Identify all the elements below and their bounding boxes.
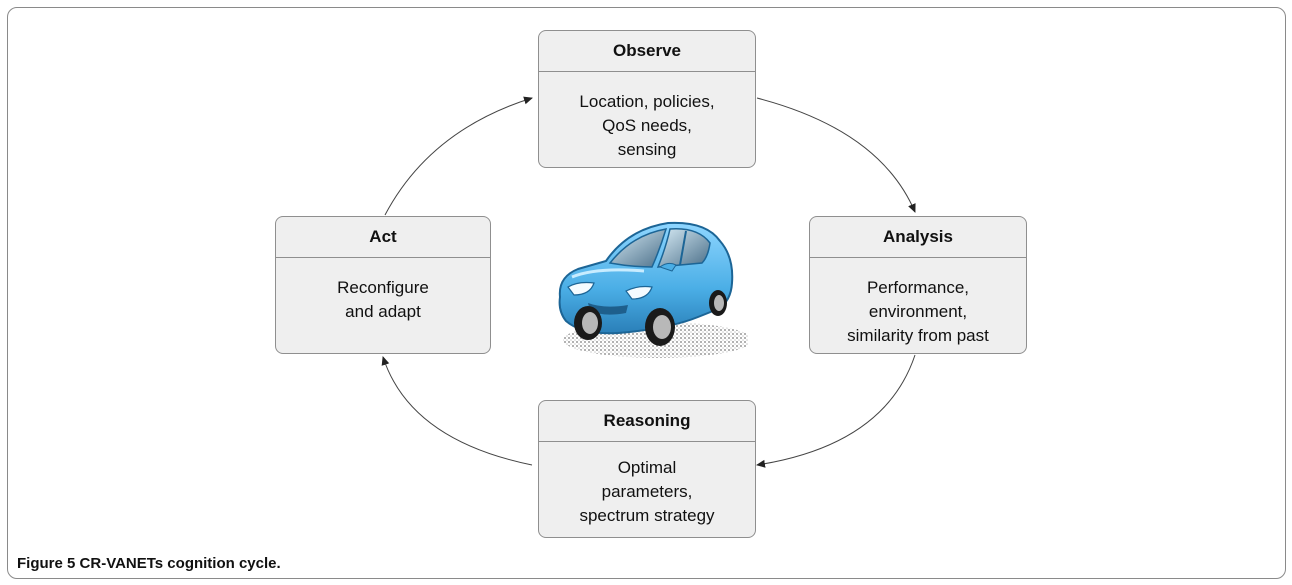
reasoning-content: Optimal parameters, spectrum strategy bbox=[539, 442, 755, 528]
reasoning-line: Optimal bbox=[617, 458, 677, 477]
analysis-content: Performance, environment, similarity fro… bbox=[810, 258, 1026, 348]
act-title: Act bbox=[276, 217, 490, 258]
reasoning-title: Reasoning bbox=[539, 401, 755, 442]
act-box: Act Reconfigure and adapt bbox=[275, 216, 491, 354]
arrow-observe-to-analysis bbox=[756, 97, 916, 213]
reasoning-box: Reasoning Optimal parameters, spectrum s… bbox=[538, 400, 756, 538]
reasoning-line: spectrum strategy bbox=[579, 506, 715, 525]
observe-content: Location, policies, QoS needs, sensing bbox=[539, 72, 755, 162]
car-icon bbox=[558, 221, 748, 358]
analysis-box: Analysis Performance, environment, simil… bbox=[809, 216, 1027, 354]
observe-box: Observe Location, policies, QoS needs, s… bbox=[538, 30, 756, 168]
figure-frame bbox=[7, 7, 1286, 579]
observe-line: QoS needs, bbox=[602, 116, 692, 135]
analysis-line: similarity from past bbox=[847, 326, 989, 345]
observe-title: Observe bbox=[539, 31, 755, 72]
reasoning-line: parameters, bbox=[601, 482, 693, 501]
arrow-reasoning-to-act bbox=[381, 356, 533, 466]
figure-caption: Figure 5 CR-VANETs cognition cycle. bbox=[17, 555, 281, 572]
observe-line: Location, policies, bbox=[579, 92, 715, 111]
act-line: and adapt bbox=[345, 302, 421, 321]
observe-line: sensing bbox=[617, 140, 677, 159]
analysis-line: environment, bbox=[868, 302, 968, 321]
act-line: Reconfigure bbox=[337, 278, 429, 297]
analysis-line: Performance, bbox=[866, 278, 970, 297]
caption-label: Figure 5 bbox=[17, 555, 76, 572]
arrow-analysis-to-reasoning bbox=[756, 354, 916, 468]
caption-text: CR-VANETs cognition cycle. bbox=[79, 555, 281, 572]
act-content: Reconfigure and adapt bbox=[276, 258, 490, 324]
analysis-title: Analysis bbox=[810, 217, 1026, 258]
arrow-act-to-observe bbox=[384, 96, 533, 216]
